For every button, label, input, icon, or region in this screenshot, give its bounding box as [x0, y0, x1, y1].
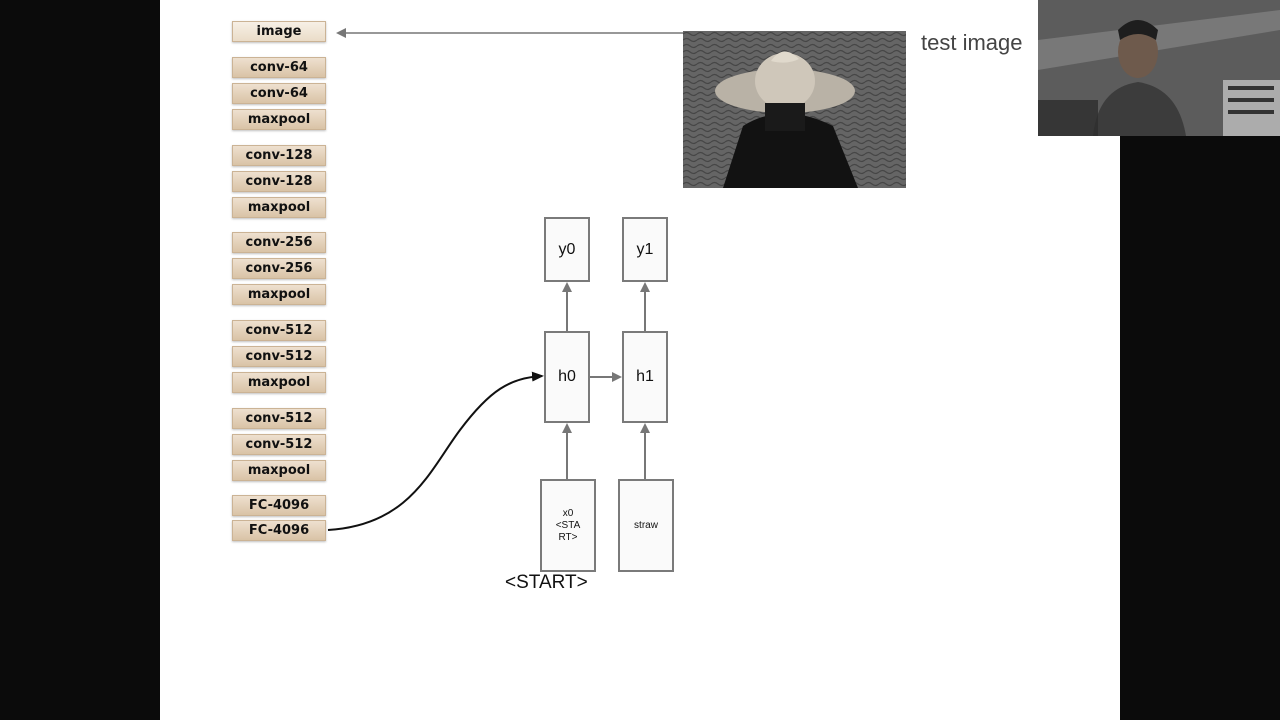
hidden-node-h0: h0 — [544, 331, 590, 423]
layer-maxpool-1: maxpool — [232, 109, 326, 130]
layer-conv-512-2: conv-512 — [232, 346, 326, 367]
input-node-x0: x0 <STA RT> — [540, 479, 596, 572]
input-image-block: image — [232, 21, 326, 42]
arrow-fc-to-h0 — [327, 371, 544, 531]
hidden-node-h1: h1 — [622, 331, 668, 423]
output-node-y1: y1 — [622, 217, 668, 282]
layer-fc-4096-2: FC-4096 — [232, 520, 326, 541]
test-photo — [683, 31, 906, 188]
layer-maxpool-4: maxpool — [232, 372, 326, 393]
layer-conv-512-1: conv-512 — [232, 320, 326, 341]
webcam-overlay — [1038, 0, 1280, 136]
webcam-drawing — [1038, 0, 1280, 136]
layer-conv-64-2: conv-64 — [232, 83, 326, 104]
output-node-y0: y0 — [544, 217, 590, 282]
slide: image conv-64 conv-64 maxpool conv-128 c… — [160, 0, 1120, 720]
layer-conv-512-4: conv-512 — [232, 434, 326, 455]
test-image-caption: test image — [921, 30, 1023, 55]
input-node-straw: straw — [618, 479, 674, 572]
layer-maxpool-2: maxpool — [232, 197, 326, 218]
layer-conv-128-1: conv-128 — [232, 145, 326, 166]
arrows-layer — [327, 28, 683, 531]
start-token-caption: <START> — [505, 572, 588, 593]
layer-maxpool-3: maxpool — [232, 284, 326, 305]
layer-fc-4096-1: FC-4096 — [232, 495, 326, 516]
layer-conv-512-3: conv-512 — [232, 408, 326, 429]
layer-conv-256-2: conv-256 — [232, 258, 326, 279]
layer-conv-128-2: conv-128 — [232, 171, 326, 192]
test-photo-drawing — [683, 31, 906, 188]
layer-maxpool-5: maxpool — [232, 460, 326, 481]
layer-conv-256-1: conv-256 — [232, 232, 326, 253]
layer-conv-64-1: conv-64 — [232, 57, 326, 78]
